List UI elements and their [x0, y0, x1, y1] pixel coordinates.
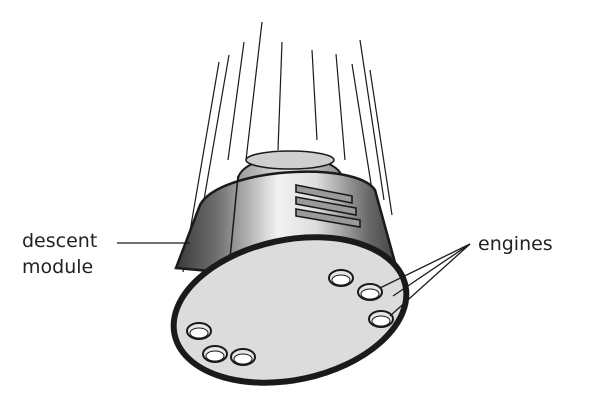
vent-slot — [295, 184, 353, 204]
engines-leader-line — [392, 243, 471, 297]
engine — [368, 310, 394, 328]
engine — [230, 348, 256, 366]
motion-line — [335, 53, 346, 161]
engines-group — [186, 269, 394, 366]
descent-module-label: descent module — [22, 228, 97, 280]
motion-line — [359, 39, 385, 201]
vent-slot — [295, 208, 361, 228]
motion-line — [311, 49, 318, 141]
motion-line — [227, 41, 245, 161]
engine — [186, 322, 212, 340]
engine — [357, 283, 383, 301]
descent-module-label-line1: descent — [22, 230, 98, 252]
engine — [202, 345, 228, 363]
body-seam — [229, 175, 239, 259]
engines-leader-line — [379, 243, 471, 289]
motion-line — [351, 63, 373, 191]
engines-leader-line — [389, 243, 471, 317]
descent-module-label-line2: module — [22, 256, 94, 278]
vent-slots — [295, 184, 361, 228]
vent-slot — [295, 196, 357, 216]
motion-line — [369, 69, 393, 216]
engines-leader-lines — [379, 243, 471, 317]
motion-line — [245, 21, 263, 161]
engines-label: engines — [478, 233, 553, 255]
engine — [328, 269, 354, 287]
motion-line — [277, 41, 283, 151]
